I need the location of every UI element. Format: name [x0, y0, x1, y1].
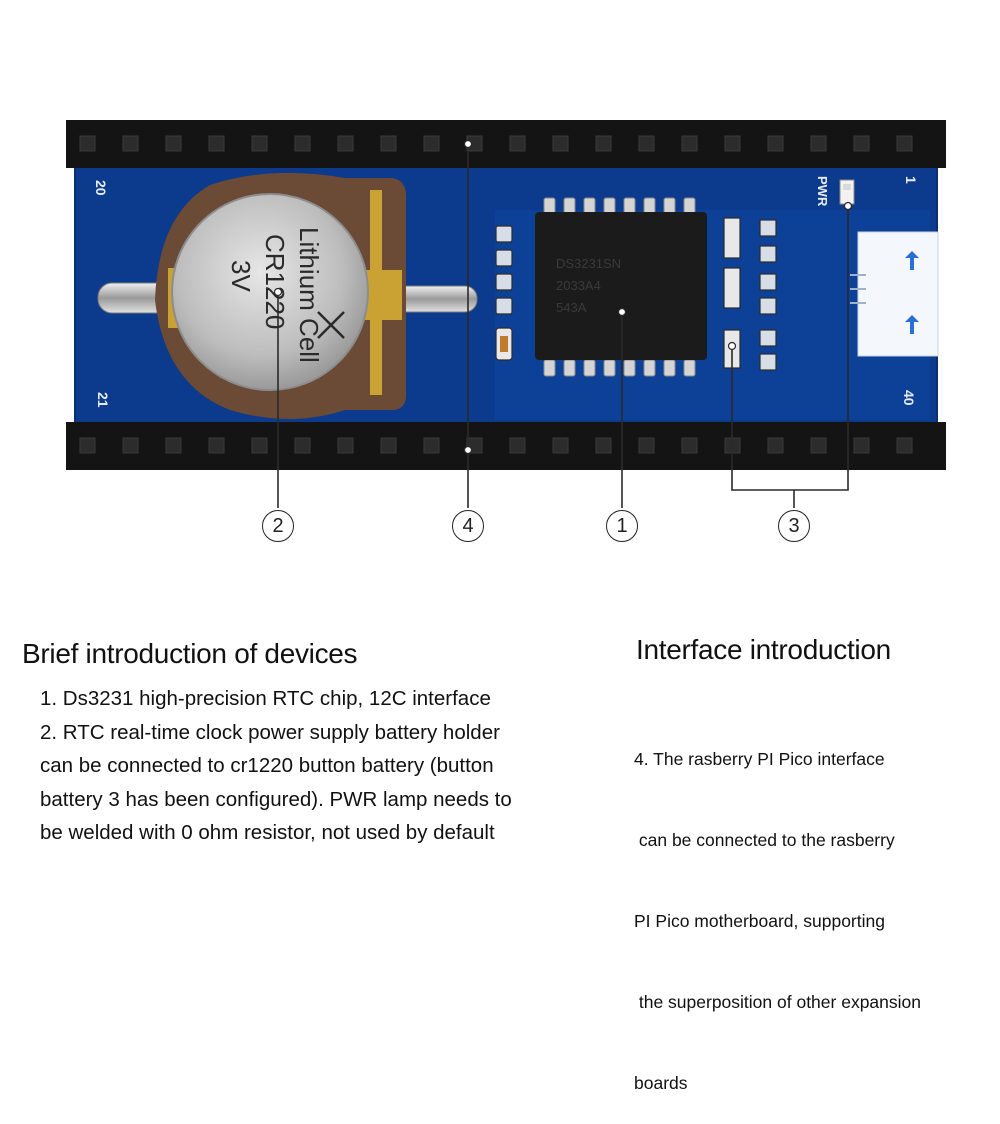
- coin-battery: [171, 193, 369, 391]
- header-pin-hole: [251, 437, 268, 454]
- pin-label-20: 20: [93, 180, 109, 196]
- devices-heading: Brief introduction of devices: [22, 638, 358, 669]
- edge-connector: [857, 231, 939, 357]
- chip-text-1: DS3231SN: [556, 256, 621, 271]
- interface-line-5: boards: [634, 1073, 688, 1093]
- header-pin-hole: [122, 135, 139, 152]
- callout-2: 2: [262, 510, 294, 542]
- header-pin-hole: [337, 437, 354, 454]
- header-pin-hole: [208, 135, 225, 152]
- header-pin-hole: [423, 437, 440, 454]
- header-pin-hole: [552, 437, 569, 454]
- callout-3: 3: [778, 510, 810, 542]
- chip-leg: [663, 359, 676, 377]
- chip-text-2: 2033A4: [556, 278, 601, 293]
- devices-line-2: 2. RTC real-time clock power supply batt…: [40, 720, 500, 744]
- callout-4: 4: [452, 510, 484, 542]
- pin-label-40: 40: [901, 390, 917, 406]
- header-pin-hole: [896, 437, 913, 454]
- header-pin-hole: [638, 437, 655, 454]
- chip-leg: [583, 359, 596, 377]
- header-pin-hole: [552, 135, 569, 152]
- devices-line-1: 1. Ds3231 high-precision RTC chip, 12C i…: [40, 687, 491, 710]
- chip-leg: [563, 197, 576, 215]
- header-pin-hole: [79, 437, 96, 454]
- interface-line-1: 4. The rasberry PI Pico interface: [634, 749, 885, 769]
- header-pin-hole: [294, 135, 311, 152]
- interface-text: 4. The rasberry PI Pico interface can be…: [634, 692, 921, 1124]
- header-pin-hole: [251, 135, 268, 152]
- chip-leg: [563, 359, 576, 377]
- interface-line-2: can be connected to the rasberry: [634, 830, 895, 850]
- header-pin-hole: [681, 437, 698, 454]
- header-pin-hole: [853, 135, 870, 152]
- chip-leg: [683, 197, 696, 215]
- devices-line-3: can be connected to cr1220 button batter…: [40, 754, 494, 777]
- chip-leg: [623, 359, 636, 377]
- callout-lines: [277, 144, 849, 508]
- chip-leg: [543, 359, 556, 377]
- header-pin-hole: [165, 437, 182, 454]
- battery-text-1: Lithium Cell: [294, 227, 324, 363]
- devices-line-4: battery 3 has been configured). PWR lamp…: [40, 787, 512, 811]
- header-pin-hole: [380, 437, 397, 454]
- interface-line-3: PI Pico motherboard, supporting: [634, 911, 885, 931]
- rtc-chip: DS3231SN 2033A4 543A: [535, 197, 707, 377]
- header-pin-hole: [165, 135, 182, 152]
- header-pin-hole: [423, 135, 440, 152]
- header-pin-hole: [509, 135, 526, 152]
- header-pin-hole: [79, 135, 96, 152]
- header-pin-hole: [337, 135, 354, 152]
- chip-leg: [663, 197, 676, 215]
- devices-line-5: be welded with 0 ohm resistor, not used …: [40, 821, 495, 844]
- chip-leg: [643, 359, 656, 377]
- header-pin-hole: [595, 437, 612, 454]
- header-pin-hole: [767, 437, 784, 454]
- chip-leg: [603, 197, 616, 215]
- header-pin-hole: [380, 135, 397, 152]
- header-pin-hole: [853, 437, 870, 454]
- callout-1: 1: [606, 510, 638, 542]
- chip-text-3: 543A: [556, 300, 587, 315]
- pwr-label: PWR: [815, 176, 830, 207]
- header-pin-hole: [509, 437, 526, 454]
- chip-leg: [683, 359, 696, 377]
- chip-leg: [623, 197, 636, 215]
- header-pin-hole: [896, 135, 913, 152]
- header-pin-hole: [767, 135, 784, 152]
- pin-label-21: 21: [95, 392, 111, 408]
- header-pin-hole: [810, 437, 827, 454]
- chip-leg: [643, 197, 656, 215]
- header-pin-hole: [208, 437, 225, 454]
- interface-line-4: the superposition of other expansion: [634, 992, 921, 1012]
- interface-heading: Interface introduction: [636, 634, 891, 665]
- pin-label-1: 1: [903, 176, 919, 184]
- pwr-led: [839, 179, 855, 205]
- chip-leg: [583, 197, 596, 215]
- battery-text-2: CR1220: [260, 234, 290, 329]
- battery-text-3: 3V: [226, 260, 256, 292]
- header-pin-hole: [681, 135, 698, 152]
- header-pin-hole: [122, 437, 139, 454]
- header-pin-hole: [724, 135, 741, 152]
- header-pin-hole: [638, 135, 655, 152]
- chip-leg: [603, 359, 616, 377]
- chip-leg: [543, 197, 556, 215]
- header-pin-hole: [595, 135, 612, 152]
- battery-holder: Lithium Cell CR1220 3V: [97, 172, 478, 419]
- header-pin-hole: [294, 437, 311, 454]
- header-pin-hole: [810, 135, 827, 152]
- devices-text: 1. Ds3231 high-precision RTC chip, 12C i…: [40, 682, 512, 850]
- board-diagram: 20 1 21 40 PWR Lithium Cell CR1220 3V DS…: [66, 120, 946, 508]
